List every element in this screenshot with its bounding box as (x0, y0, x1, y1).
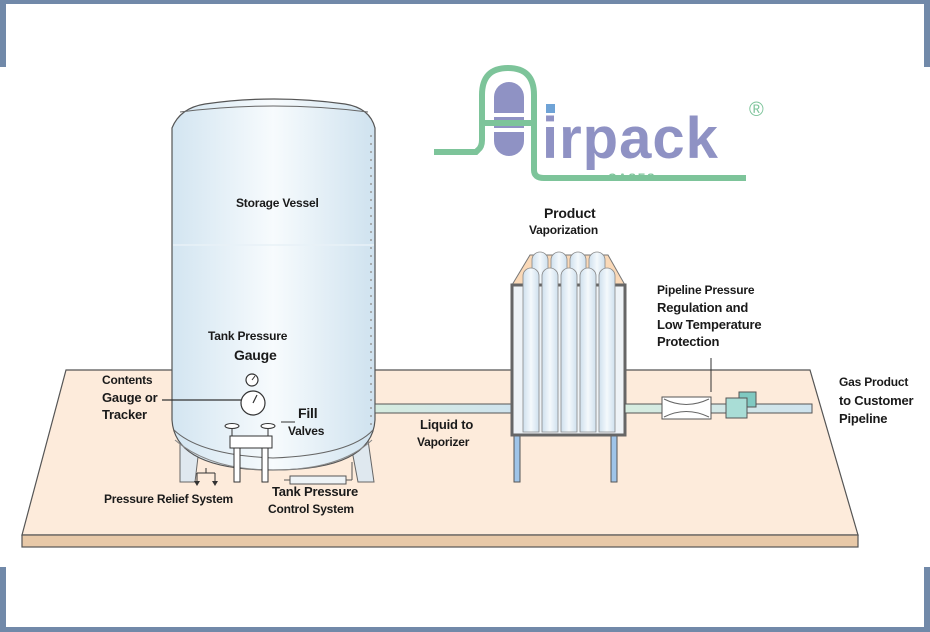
label-protection: Protection (657, 334, 720, 349)
registered-mark: ® (749, 99, 764, 121)
storage-vessel (162, 98, 376, 486)
label-contents: Contents (102, 373, 153, 387)
label-tracker: Tracker (102, 407, 147, 422)
vaporizer-tubes-front (522, 267, 616, 433)
vaporizer-tube-front (522, 267, 540, 433)
tank-bottom-line (173, 429, 374, 459)
pressure-control-unit (284, 462, 353, 485)
label-tank-pressure-control: Tank Pressure (272, 484, 359, 499)
vaporizer-leg-left (513, 434, 521, 483)
label-pipeline: Pipeline (839, 411, 888, 426)
vaporizer-tube-front (560, 267, 578, 433)
logo-text: irpack (542, 106, 719, 171)
tank-bottom-line-2 (174, 439, 373, 471)
label-regulation: Regulation and (657, 300, 749, 315)
frame-top-panel (6, 4, 924, 68)
protection-valve (725, 391, 757, 419)
liquid-pipe (374, 403, 513, 414)
tank-dome-line (179, 105, 369, 113)
logo-sub: GASES (608, 172, 657, 184)
airpack-logo: irpack GASES ® (434, 64, 764, 184)
label-liquid-to: Liquid to (420, 417, 474, 432)
vaporizer-leg-right (610, 434, 618, 483)
vaporizer-tube-front (541, 267, 559, 433)
label-pressure-relief: Pressure Relief System (104, 492, 234, 506)
logo-capsule (494, 82, 524, 156)
vaporizer-tube-front (598, 267, 616, 433)
label-valves: Valves (288, 424, 325, 438)
label-gauge-or: Gauge or (102, 390, 158, 405)
contents-gauge-needle (252, 394, 258, 404)
fill-valves (224, 421, 295, 483)
vaporizer-tube-front (579, 267, 597, 433)
gauge-needle (251, 375, 256, 381)
logo-pipe (434, 64, 746, 181)
label-tank-pressure: Tank Pressure (208, 329, 288, 343)
tank-body (171, 98, 376, 471)
label-storage-vessel: Storage Vessel (236, 196, 319, 210)
label-vaporizer: Vaporizer (417, 435, 470, 449)
label-to-customer: to Customer (839, 393, 914, 408)
gas-pipe (624, 403, 813, 414)
label-control-system: Control System (268, 502, 354, 516)
label-vaporization: Vaporization (529, 223, 598, 237)
label-fill: Fill (298, 405, 318, 421)
platform-edge (21, 534, 859, 548)
regulator (661, 358, 712, 420)
label-gauge: Gauge (234, 347, 277, 363)
vaporizer (510, 251, 627, 483)
label-low-temperature: Low Temperature (657, 317, 762, 332)
frame-bottom-panel (6, 566, 924, 627)
label-product: Product (544, 205, 596, 221)
pressure-relief-icon (194, 468, 218, 486)
label-pipeline-pressure: Pipeline Pressure (657, 283, 755, 297)
label-gas-product: Gas Product (839, 375, 909, 389)
